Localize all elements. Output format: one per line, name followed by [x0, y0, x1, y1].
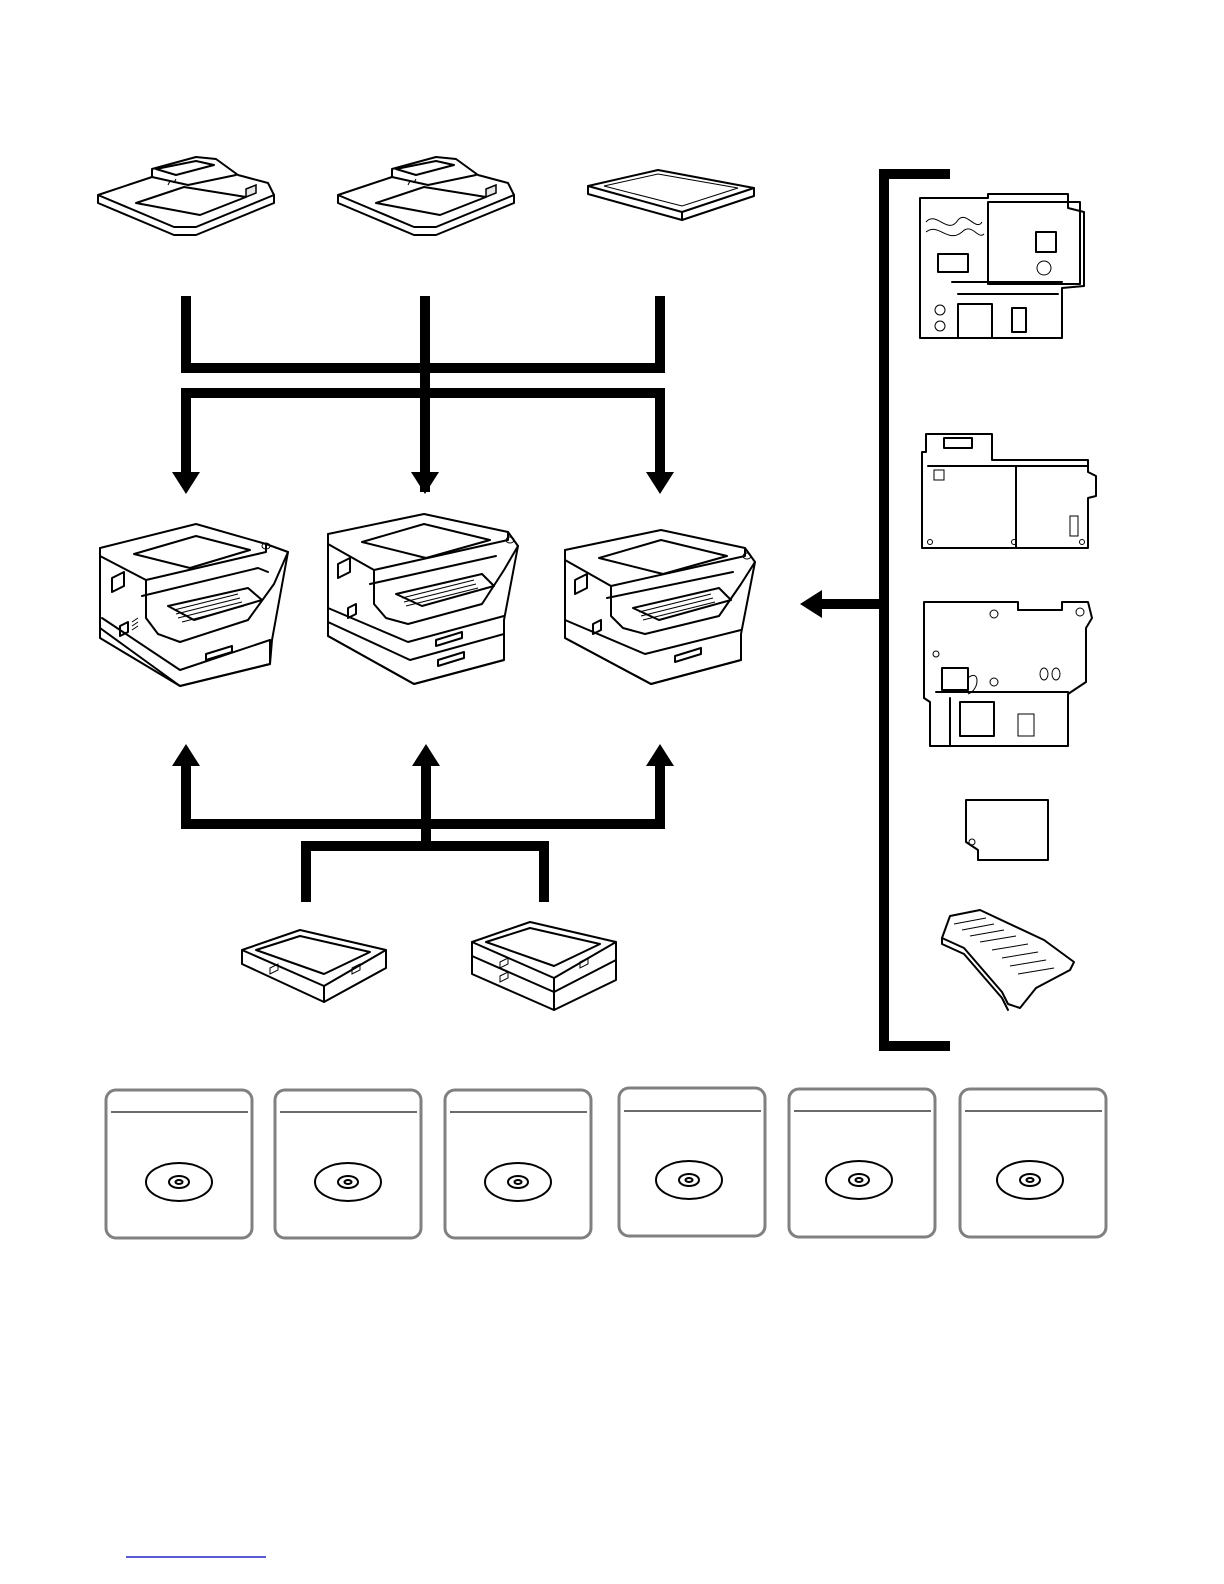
- document-feeder-2: [338, 157, 514, 235]
- cd-rom-icon: [997, 1161, 1063, 1199]
- bottom-connector-lines: [186, 766, 660, 902]
- cd-rom-icon: [146, 1163, 212, 1201]
- cd-rom-package: [619, 1088, 765, 1236]
- cd-rom-icon: [656, 1161, 722, 1199]
- controller-board-2: [922, 434, 1096, 548]
- document-feeder-1: [98, 157, 274, 235]
- footer-link-underline[interactable]: [126, 1556, 266, 1558]
- arrow-icon: [800, 590, 822, 618]
- output-tray: [942, 910, 1074, 1010]
- cd-rom-package: [106, 1090, 252, 1238]
- arrow-icon: [172, 472, 674, 494]
- copier-two-tray-1: [328, 514, 518, 684]
- cd-rom-package: [275, 1090, 421, 1238]
- arrow-icon: [172, 744, 674, 766]
- cd-rom-icon: [826, 1161, 892, 1199]
- top-connector-lines: [186, 296, 660, 492]
- controller-board-3: [924, 602, 1092, 746]
- cd-rom-icon: [315, 1163, 381, 1201]
- original-cover: [588, 170, 754, 220]
- controller-board-1: [920, 194, 1084, 338]
- copier-two-tray-2: [565, 530, 755, 684]
- memory-card: [966, 800, 1048, 860]
- cd-rom-package: [789, 1089, 935, 1237]
- cd-rom-icon: [485, 1163, 551, 1201]
- paper-feed-unit-dual: [472, 922, 616, 1010]
- cd-rom-package: [960, 1089, 1106, 1237]
- cd-rom-package: [445, 1090, 591, 1238]
- paper-feed-unit-single: [242, 930, 386, 1002]
- copier-single-tray: [100, 524, 288, 686]
